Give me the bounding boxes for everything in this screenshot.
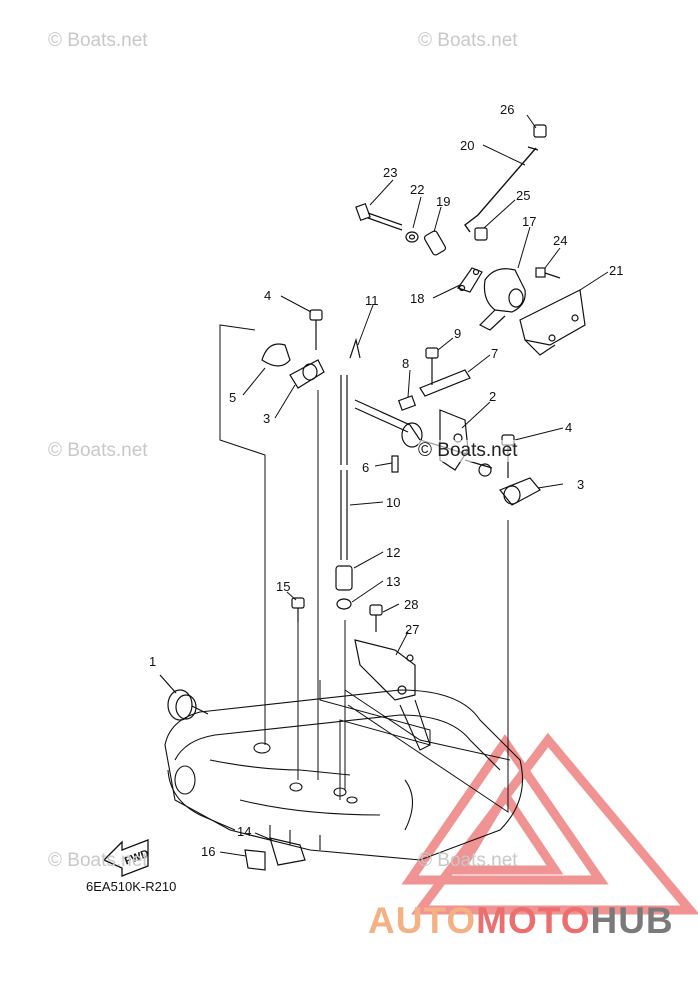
part-4-bolt-upper [309,309,323,350]
callout-23: 23 [383,165,398,180]
callout-16: 16 [201,844,216,859]
part-1-grommet [159,674,209,721]
callout-9: 9 [454,326,462,341]
callout-26: 26 [500,102,515,117]
callout-10: 10 [386,495,401,510]
part-8-pin [397,395,417,411]
guide-lines [219,324,511,813]
part-6-pin [391,455,399,473]
callout-20: 20 [460,138,475,153]
leader-lines [219,114,609,857]
part-16-clip [244,849,266,871]
part-28-bolt [369,604,383,632]
callout-25: 25 [516,188,531,203]
watermark-mid-left: © Boats.net [48,440,148,461]
part-9-bolt [425,347,439,385]
callout-7: 7 [491,346,499,361]
part-21-bracket [519,289,586,356]
part-19-collar [423,230,447,256]
callout-2: 2 [489,389,497,404]
callout-12: 12 [386,545,401,560]
part-17-lever [478,268,526,331]
callout-19: 19 [436,194,451,209]
callout-8: 8 [402,356,410,371]
callout-15: 15 [276,579,291,594]
part-20-rod [464,146,539,233]
callout-27: 27 [405,622,420,637]
callout-13: 13 [386,574,401,589]
part-10-rod [340,375,348,560]
brand-wordmark: AUTOMOTOHUB [368,900,674,942]
watermark-top-left: © Boats.net [48,30,148,51]
callout-28: 28 [404,597,419,612]
part-22-washer [405,231,419,243]
callout-17: 17 [522,214,537,229]
callout-1: 1 [149,654,157,669]
part-24-bolt [535,267,561,279]
part-25-joint [474,227,488,241]
part-7-plate [419,369,471,397]
fwd-arrow-icon [102,839,149,877]
part-18-link [457,267,483,293]
watermark-top-right: © Boats.net [418,30,518,51]
part-15-bolt [291,597,305,622]
brand-part-moto: MOTO [476,900,591,941]
part-5-clip [261,343,291,367]
part-26-joint [533,124,547,138]
brand-logo-triangle [401,732,698,915]
callout-21: 21 [609,263,624,278]
callout-22: 22 [410,182,425,197]
part-3-arm-left [289,359,325,389]
part-23-bolt [355,202,403,231]
watermark-mid-center: © Boats.net [418,440,518,462]
part-14-bracket [269,837,306,866]
callout-3-left: 3 [263,411,271,426]
part-3-arm-right [499,477,541,506]
diagram-code: 6EA510K-R210 [86,879,177,894]
watermark-bottom-left: © Boats.net [48,850,148,871]
callout-3-right: 3 [577,477,585,492]
part-12-collar [335,565,353,591]
part-2-shaft-assembly [354,399,493,477]
callout-5: 5 [229,390,237,405]
callout-11: 11 [365,293,379,308]
part-11-clip [349,337,361,359]
watermark-bottom-right: © Boats.net [418,850,518,871]
callout-14: 14 [237,824,252,839]
callout-4-upper: 4 [264,288,272,303]
callout-6: 6 [362,460,370,475]
part-27-bracket [354,639,416,701]
part-13-nut [336,598,352,610]
brand-part-hub: HUB [590,900,674,941]
callout-4-right: 4 [565,420,573,435]
callout-24: 24 [553,233,568,248]
callout-18: 18 [410,291,425,306]
lower-casing [164,689,524,861]
brand-part-auto: AUTO [368,900,477,941]
